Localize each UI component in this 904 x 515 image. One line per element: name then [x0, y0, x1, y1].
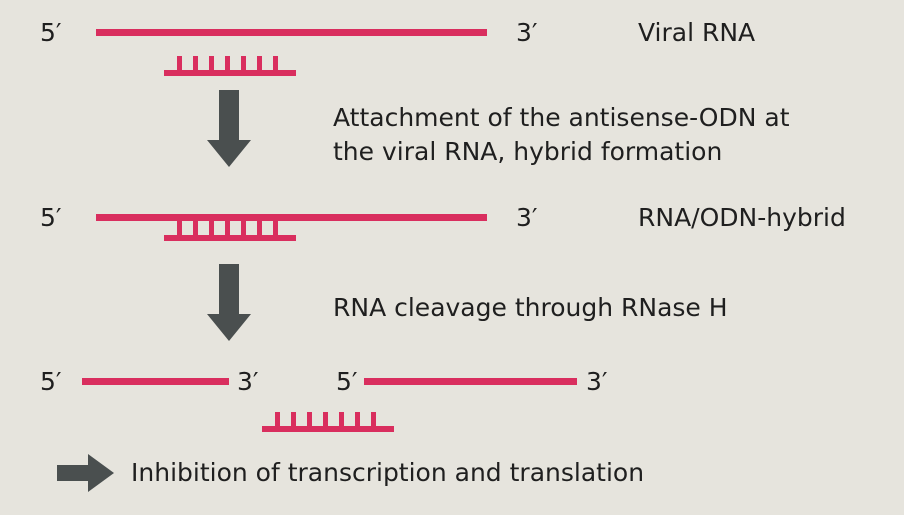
- released-odn-icon: [262, 412, 394, 432]
- three-prime-label: 3′: [586, 367, 608, 396]
- viral-rna-strand: [96, 29, 487, 36]
- antisense-odn-icon: [164, 56, 296, 76]
- inhibition-result-text: Inhibition of transcription and translat…: [131, 458, 645, 487]
- attachment-step-line2: the viral RNA, hybrid formation: [333, 137, 723, 166]
- cleaved-rna-fragment-right: [364, 378, 577, 385]
- hybrid-rna-strand: [96, 214, 487, 221]
- bound-odn-icon: [164, 221, 296, 241]
- five-prime-label: 5′: [40, 203, 62, 232]
- three-prime-label: 3′: [516, 18, 538, 47]
- down-arrow-icon: [207, 90, 251, 167]
- hybrid-label: RNA/ODN-hybrid: [638, 203, 846, 232]
- five-prime-label: 5′: [336, 367, 358, 396]
- attachment-step-line1: Attachment of the antisense-ODN at: [333, 103, 790, 132]
- cleavage-step-text: RNA cleavage through RNase H: [333, 293, 728, 322]
- three-prime-label: 3′: [516, 203, 538, 232]
- three-prime-label: 3′: [237, 367, 259, 396]
- cleaved-rna-fragment-left: [82, 378, 229, 385]
- five-prime-label: 5′: [40, 18, 62, 47]
- right-arrow-icon: [57, 454, 114, 492]
- viral-rna-label: Viral RNA: [638, 18, 756, 47]
- down-arrow-icon: [207, 264, 251, 341]
- five-prime-label: 5′: [40, 367, 62, 396]
